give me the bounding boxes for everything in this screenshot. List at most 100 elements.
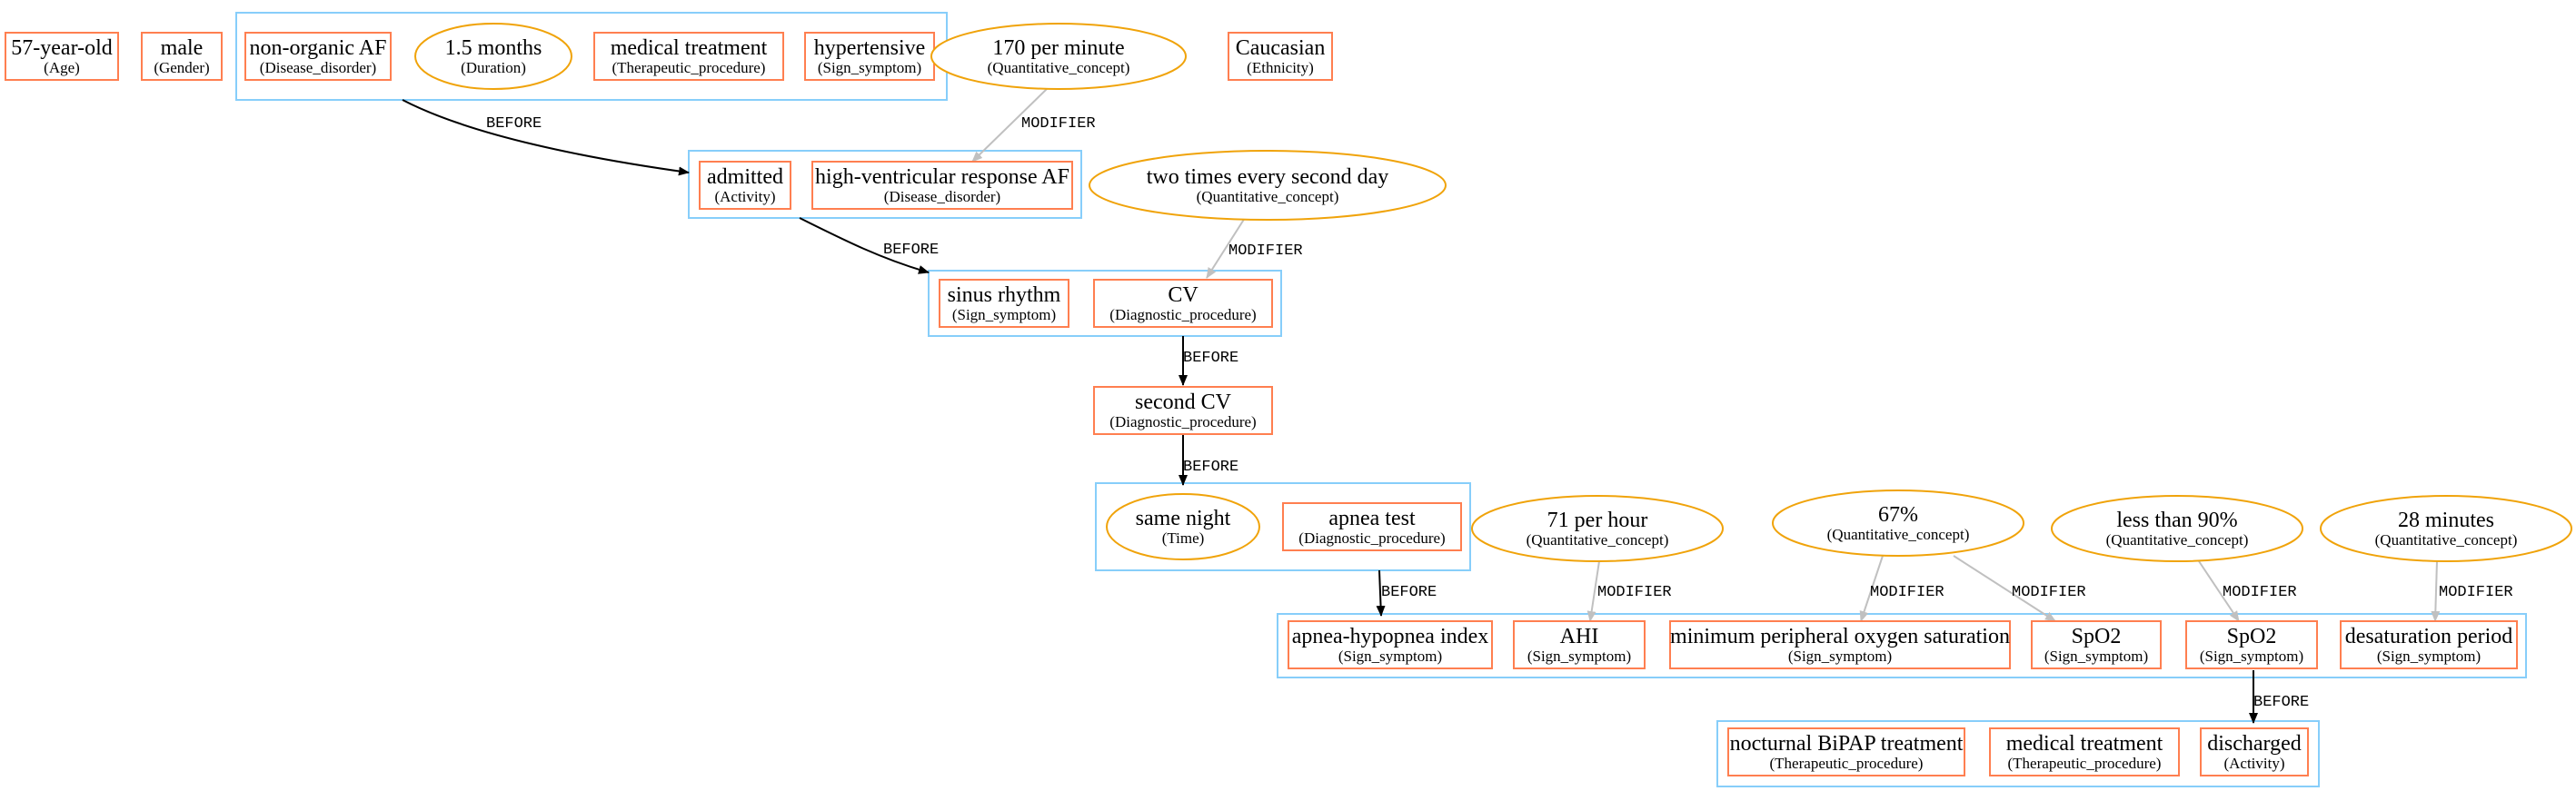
svg-text:(Sign_symptom): (Sign_symptom) <box>2044 648 2148 665</box>
svg-text:(Activity): (Activity) <box>714 188 775 205</box>
edge-apnea-ahi <box>1376 569 1386 617</box>
edge-label-before-2: BEFORE <box>883 242 939 259</box>
node-discharged: discharged (Activity) <box>2200 727 2309 776</box>
svg-text:28 minutes: 28 minutes <box>2398 509 2494 532</box>
edge-q71-ahi <box>1586 560 1600 622</box>
svg-text:non-organic AF: non-organic AF <box>250 36 387 60</box>
svg-text:(Disease_disorder): (Disease_disorder) <box>260 59 376 76</box>
node-medtx2: medical treatment (Therapeutic_procedure… <box>1989 727 2180 776</box>
svg-text:sinus rhythm: sinus rhythm <box>948 283 1061 307</box>
svg-text:less than 90%: less than 90% <box>2116 509 2237 532</box>
edge-q90-spo2b <box>2198 560 2240 622</box>
node-bipap: nocturnal BiPAP treatment (Therapeutic_p… <box>1727 727 1965 776</box>
node-apnea: apnea test (Diagnostic_procedure) <box>1282 502 1462 551</box>
node-q67: 67% (Quantitative_concept) <box>1772 490 2024 557</box>
svg-text:SpO2: SpO2 <box>2227 625 2277 648</box>
node-q28: 28 minutes (Quantitative_concept) <box>2320 495 2572 562</box>
svg-text:(Therapeutic_procedure): (Therapeutic_procedure) <box>2008 755 2162 772</box>
edge-af-admitted <box>402 99 690 176</box>
node-rate: 170 per minute (Quantitative_concept) <box>930 23 1187 90</box>
node-desat: desaturation period (Sign_symptom) <box>2340 620 2518 669</box>
node-spo2a: SpO2 (Sign_symptom) <box>2031 620 2162 669</box>
edge-label-modifier-1: MODIFIER <box>1021 115 1096 133</box>
svg-text:(Diagnostic_procedure): (Diagnostic_procedure) <box>1109 306 1256 323</box>
svg-text:(Activity): (Activity) <box>2223 755 2284 772</box>
edge-label-modifier-3: MODIFIER <box>1597 584 1672 601</box>
svg-text:(Sign_symptom): (Sign_symptom) <box>818 59 921 76</box>
edge-label-before-3: BEFORE <box>1183 350 1238 367</box>
svg-text:(Sign_symptom): (Sign_symptom) <box>1527 648 1631 665</box>
edge-q28-desat <box>2431 560 2441 622</box>
svg-text:admitted: admitted <box>707 165 783 189</box>
edge-admitted-sinus <box>799 217 930 274</box>
edge-label-modifier-5: MODIFIER <box>2012 584 2086 601</box>
node-sinus: sinus rhythm (Sign_symptom) <box>939 279 1069 328</box>
cluster-2 <box>688 150 1082 219</box>
node-caucasian: Caucasian (Ethnicity) <box>1228 32 1333 81</box>
svg-text:second CV: second CV <box>1135 391 1232 414</box>
edge-q67-minspo2 <box>1859 555 1884 622</box>
svg-text:male: male <box>161 36 204 60</box>
svg-text:(Sign_symptom): (Sign_symptom) <box>2377 648 2481 665</box>
node-secondcv: second CV (Diagnostic_procedure) <box>1093 386 1273 435</box>
svg-text:(Sign_symptom): (Sign_symptom) <box>1788 648 1892 665</box>
svg-text:(Therapeutic_procedure): (Therapeutic_procedure) <box>1770 755 1924 772</box>
svg-text:(Quantitative_concept): (Quantitative_concept) <box>988 59 1130 76</box>
node-cv: CV (Diagnostic_procedure) <box>1093 279 1273 328</box>
svg-text:minimum peripheral oxygen satu: minimum peripheral oxygen saturation <box>1670 625 2010 648</box>
node-spo2b: SpO2 (Sign_symptom) <box>2185 620 2318 669</box>
svg-text:SpO2: SpO2 <box>2072 625 2122 648</box>
svg-text:same night: same night <box>1136 507 1231 530</box>
svg-text:(Age): (Age) <box>44 59 80 76</box>
edge-label-before-6: BEFORE <box>2253 694 2309 711</box>
node-hvraf: high-ventricular response AF (Disease_di… <box>811 161 1073 210</box>
node-admitted: admitted (Activity) <box>699 161 791 210</box>
edge-label-modifier-7: MODIFIER <box>2439 584 2513 601</box>
cluster-3 <box>928 270 1282 337</box>
svg-text:discharged: discharged <box>2207 732 2302 756</box>
svg-text:(Time): (Time) <box>1162 529 1205 547</box>
node-ahi: AHI (Sign_symptom) <box>1513 620 1646 669</box>
edge-label-modifier-6: MODIFIER <box>2223 584 2297 601</box>
svg-text:(Quantitative_concept): (Quantitative_concept) <box>1197 188 1339 205</box>
cluster-5 <box>1277 613 2527 678</box>
svg-text:(Quantitative_concept): (Quantitative_concept) <box>1527 531 1669 549</box>
node-ahi-full: apnea-hypopnea index (Sign_symptom) <box>1288 620 1493 669</box>
svg-text:CV: CV <box>1168 283 1198 307</box>
svg-text:nocturnal BiPAP treatment: nocturnal BiPAP treatment <box>1730 732 1964 756</box>
svg-text:(Gender): (Gender) <box>154 59 209 76</box>
svg-text:Caucasian: Caucasian <box>1236 36 1326 60</box>
svg-text:(Quantitative_concept): (Quantitative_concept) <box>2375 531 2518 549</box>
edge-q67-spo2a <box>1953 555 2056 622</box>
node-gender: male (Gender) <box>141 32 223 81</box>
edge-twotimes-cv <box>1206 217 1246 279</box>
svg-text:medical treatment: medical treatment <box>611 36 768 60</box>
svg-text:(Sign_symptom): (Sign_symptom) <box>2200 648 2303 665</box>
svg-text:(Therapeutic_procedure): (Therapeutic_procedure) <box>612 59 766 76</box>
edges: BEFORE MODIFIER BEFORE MODIFIER BEFORE B… <box>402 88 2513 724</box>
edge-label-before-1: BEFORE <box>486 115 542 133</box>
edge-label-modifier-4: MODIFIER <box>1870 584 1944 601</box>
svg-text:(Sign_symptom): (Sign_symptom) <box>1338 648 1442 665</box>
svg-text:medical treatment: medical treatment <box>2006 732 2163 756</box>
node-twotimes: two times every second day (Quantitative… <box>1089 150 1447 221</box>
svg-text:(Ethnicity): (Ethnicity) <box>1247 59 1314 76</box>
svg-text:71 per hour: 71 per hour <box>1547 509 1648 532</box>
cluster-6 <box>1716 720 2320 787</box>
node-medtx1: medical treatment (Therapeutic_procedure… <box>593 32 784 81</box>
svg-text:desaturation period: desaturation period <box>2345 625 2513 648</box>
svg-text:two times every second day: two times every second day <box>1147 165 1389 189</box>
edge-label-before-5: BEFORE <box>1381 584 1437 601</box>
svg-text:AHI: AHI <box>1560 625 1599 648</box>
svg-text:(Quantitative_concept): (Quantitative_concept) <box>2106 531 2249 549</box>
node-q71: 71 per hour (Quantitative_concept) <box>1471 495 1724 562</box>
node-hypertensive: hypertensive (Sign_symptom) <box>804 32 935 81</box>
svg-text:(Diagnostic_procedure): (Diagnostic_procedure) <box>1109 413 1256 430</box>
edge-label-before-4: BEFORE <box>1183 459 1238 476</box>
svg-text:apnea-hypopnea index: apnea-hypopnea index <box>1292 625 1489 648</box>
svg-text:67%: 67% <box>1878 503 1918 527</box>
node-age: 57-year-old (Age) <box>5 32 119 81</box>
svg-text:57-year-old: 57-year-old <box>11 36 112 60</box>
svg-text:(Duration): (Duration) <box>461 59 526 76</box>
